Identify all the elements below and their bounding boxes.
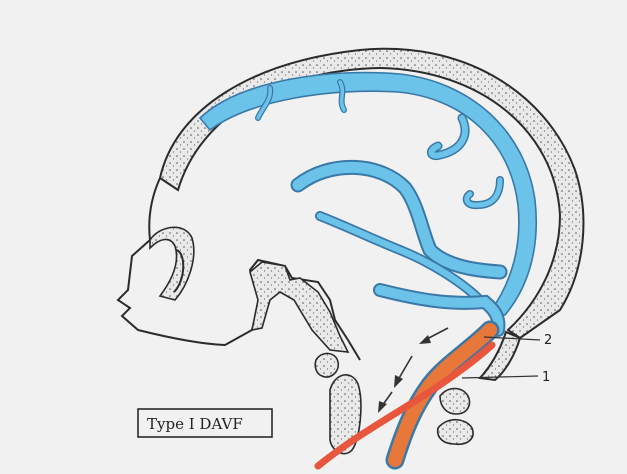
skull-orbit-bone — [150, 227, 194, 300]
type-label: Type I DAVF — [147, 415, 243, 433]
cortical-vein-2-fill — [340, 82, 344, 110]
superior-sagittal-sinus — [200, 73, 536, 315]
skull-base — [250, 262, 348, 352]
vertebra-1 — [315, 353, 338, 377]
flow-arrow-2 — [394, 356, 412, 388]
flow-arrow-3 — [378, 392, 392, 413]
vertebra-3 — [440, 389, 470, 415]
callout-label-2: 2 — [544, 333, 552, 348]
flow-arrow-1 — [419, 328, 448, 344]
vertebra-4 — [438, 420, 473, 445]
callout-label-1: 1 — [542, 370, 550, 385]
